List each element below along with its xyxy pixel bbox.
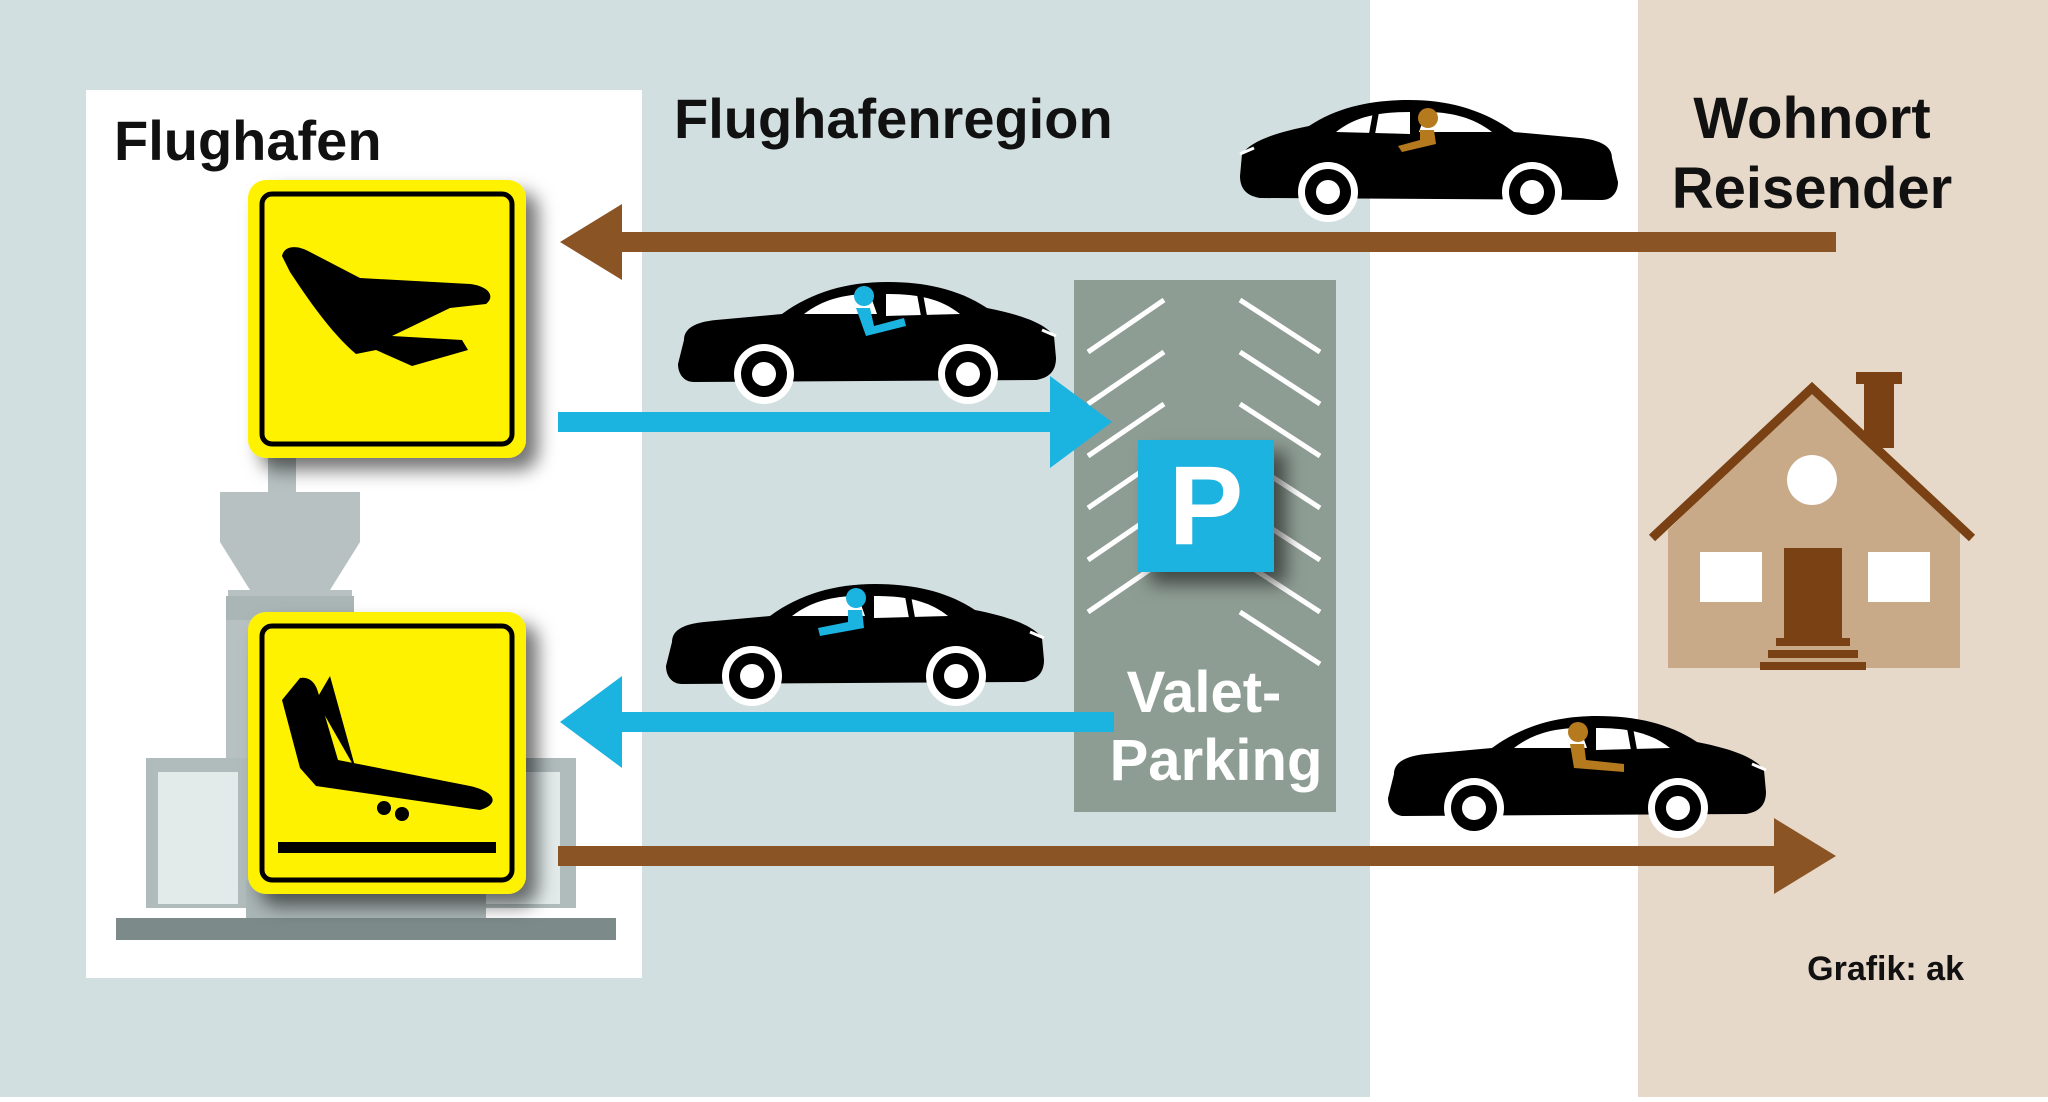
arrival-sign — [248, 612, 526, 894]
parking-sign-letter: P — [1169, 443, 1244, 568]
car-traveler-going-home — [1388, 716, 1766, 838]
airplane-takeoff-icon — [282, 247, 491, 366]
car-traveler-to-airport — [1240, 100, 1618, 222]
return-to-airport-arrow — [560, 204, 1836, 280]
credit-label: Grafik: ak — [1807, 950, 1964, 988]
home-label-line2: Reisender — [1672, 156, 1952, 221]
house-icon — [1648, 372, 1976, 670]
driver-icon — [1568, 722, 1624, 772]
airport-label: Flughafen — [114, 109, 382, 172]
car-valet-driver-to-airport — [666, 584, 1044, 706]
driver-icon — [1398, 108, 1438, 152]
driver-icon — [818, 588, 866, 636]
valet-label-line1: Valet- — [1127, 660, 1282, 725]
parking-sign — [1138, 440, 1274, 572]
trip-home-arrow — [558, 818, 1836, 894]
parking-to-airport-arrow — [560, 676, 1114, 768]
car-valet-driver-to-parking — [678, 282, 1056, 404]
drop-off-to-parking-arrow — [558, 376, 1112, 468]
region-label: Flughafenregion — [674, 87, 1113, 150]
home-label-line1: Wohnort — [1693, 86, 1930, 151]
airplane-landing-icon — [278, 676, 496, 853]
driver-icon — [854, 286, 906, 336]
valet-label-line2: Parking — [1110, 728, 1323, 793]
